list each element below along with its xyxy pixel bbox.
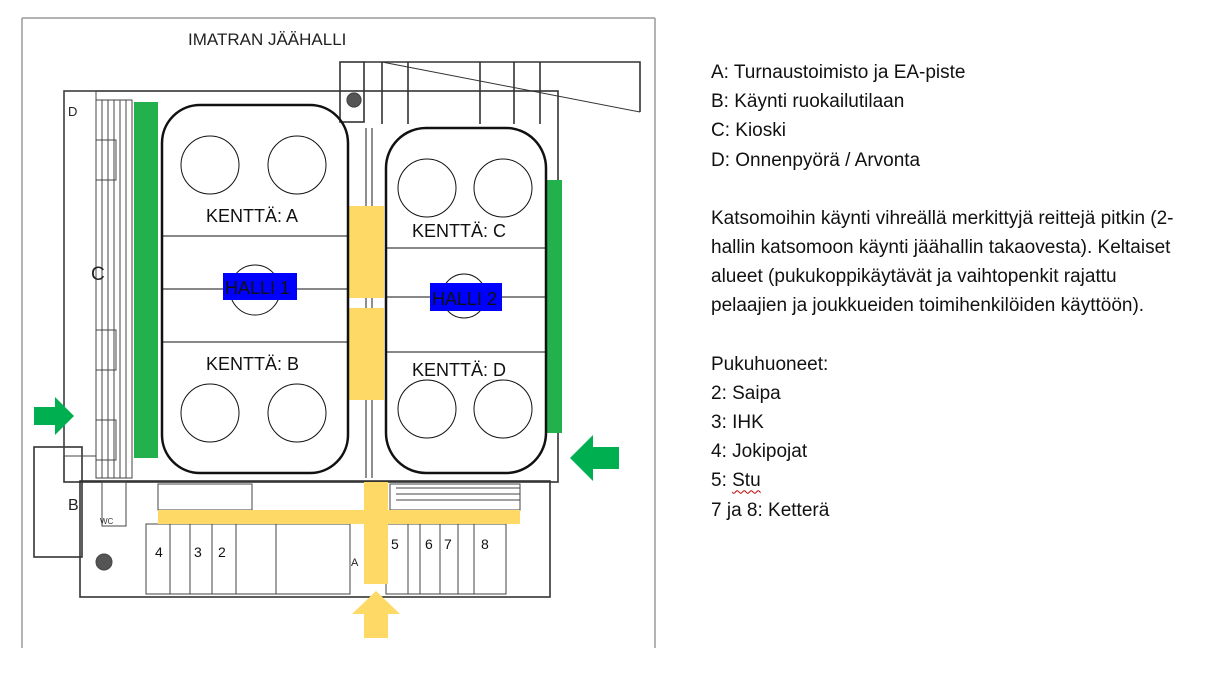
hall-2-label: HALLI 2 <box>432 289 497 309</box>
rink-label-a: KENTTÄ: A <box>206 206 298 226</box>
rink-label-d: KENTTÄ: D <box>412 360 506 380</box>
locker-room-7: 7 <box>444 536 452 552</box>
hall-1-badge <box>223 273 297 300</box>
legend-room-2: 2: Saipa <box>711 382 781 404</box>
entrance-arrow-right-icon <box>570 435 619 481</box>
rink-label-c: KENTTÄ: C <box>412 221 506 241</box>
rink-label-b: KENTTÄ: B <box>206 354 299 374</box>
marker-c: C <box>91 264 105 285</box>
rink-hall-2 <box>384 126 548 475</box>
legend-location-d: D: Onnenpyörä / Arvonta <box>711 149 921 171</box>
locker-room-2: 2 <box>218 544 226 560</box>
rink-hall-1 <box>160 103 350 475</box>
legend-panel: A: Turnaustoimisto ja EA-piste B: Käynti… <box>711 58 1191 525</box>
entrance-arrow-left-icon <box>34 397 74 435</box>
hall-divider <box>346 92 373 478</box>
legend-room-5-prefix: 5: <box>711 470 733 492</box>
legend-room-7-8: 7 ja 8: Ketterä <box>711 499 830 521</box>
locker-room-5: 5 <box>391 536 399 552</box>
legend-location-b: B: Käynti ruokailutilaan <box>711 91 905 113</box>
legend-room-4: 4: Jokipojat <box>711 441 808 463</box>
legend-rooms-title: Pukuhuoneet: <box>711 353 829 375</box>
legend-room-5: 5: Stu <box>711 466 1191 495</box>
locker-room-3: 3 <box>194 544 202 560</box>
entrance-arrow-bottom-icon <box>352 591 400 638</box>
legend-description: Katsomoihin käynti vihreällä merkittyjä … <box>711 207 1174 317</box>
legend-room-5-name: Stu <box>732 470 761 492</box>
floor-plan: IMATRAN JÄÄHALLI <box>21 17 656 648</box>
marker-d: D <box>68 104 77 119</box>
wc-label: WC <box>100 517 114 526</box>
green-route-hall-2 <box>546 180 562 433</box>
player-corridor <box>158 510 520 524</box>
plan-title: IMATRAN JÄÄHALLI <box>188 30 346 49</box>
hall-1-label: HALLI 1 <box>225 278 290 298</box>
left-seating <box>63 90 133 479</box>
hall-2-badge <box>430 283 502 311</box>
locker-room-8: 8 <box>481 536 489 552</box>
bench-area-lower <box>348 308 384 400</box>
legend-location-a: A: Turnaustoimisto ja EA-piste <box>711 62 966 83</box>
green-route-hall-1 <box>134 102 158 458</box>
bottom-rooms <box>95 481 521 595</box>
bench-area-upper <box>348 206 384 298</box>
legend-spacer <box>711 321 1191 350</box>
marker-a: A <box>351 557 359 569</box>
legend-spacer <box>711 175 1191 204</box>
locker-room-6: 6 <box>425 536 433 552</box>
marker-b: B <box>68 497 79 514</box>
legend-location-c: C: Kioski <box>711 120 786 142</box>
locker-room-4: 4 <box>155 544 163 560</box>
legend-room-3: 3: IHK <box>711 412 764 434</box>
player-entrance-corridor <box>364 482 388 584</box>
